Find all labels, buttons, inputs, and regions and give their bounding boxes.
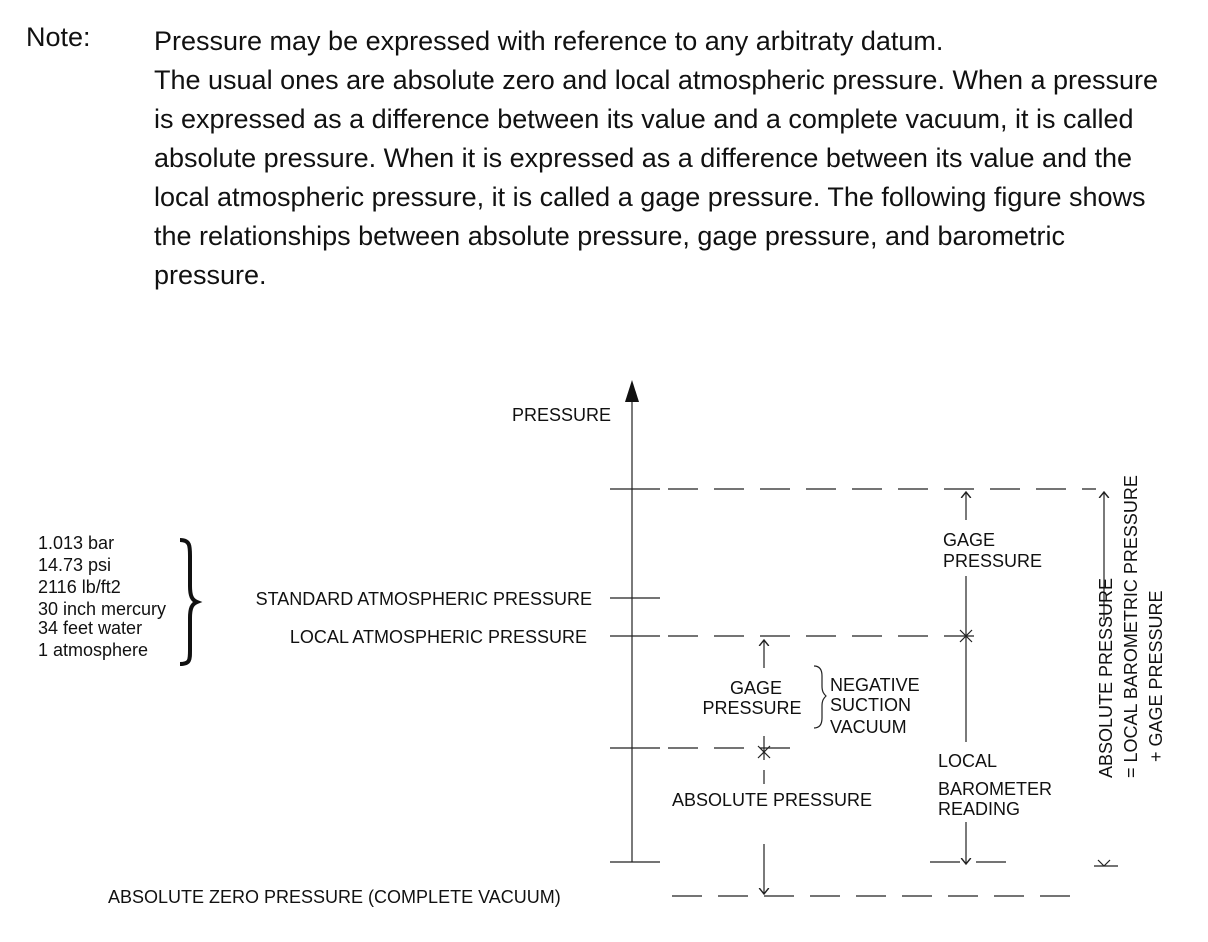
absolute-zero-label: ABSOLUTE ZERO PRESSURE (COMPLETE VACUUM) [108, 887, 561, 907]
note-line-1: Pressure may be expressed with reference… [154, 26, 944, 56]
note-paragraph: The usual ones are absolute zero and loc… [154, 65, 1159, 290]
gage-high-label-1: GAGE [943, 530, 995, 550]
negative-label: NEGATIVE [830, 675, 920, 695]
equivalent-water: 34 feet water [38, 618, 142, 638]
suction-label: SUCTION [830, 695, 911, 715]
local-atm-cross-b [959, 629, 973, 643]
pressure-axis-label: PRESSURE [512, 405, 611, 425]
gage-vacuum-cross-b [757, 745, 771, 759]
vertical-label-gage: + GAGE PRESSURE [1146, 590, 1166, 762]
local-barometer-label-3: READING [938, 799, 1020, 819]
absolute-total-bottom-a [1097, 859, 1105, 867]
local-barometer-label-1: LOCAL [938, 751, 997, 771]
vertical-label-absolute: ABSOLUTE PRESSURE [1096, 578, 1116, 778]
note-label: Note: [26, 22, 91, 52]
absolute-pressure-label: ABSOLUTE PRESSURE [672, 790, 872, 810]
local-barometer-label-2: BAROMETER [938, 779, 1052, 799]
gage-high-label-2: PRESSURE [943, 551, 1042, 571]
equivalent-atmosphere: 1 atmosphere [38, 640, 148, 660]
gage-vacuum-label-2: PRESSURE [702, 698, 801, 718]
gage-vacuum-label-1: GAGE [730, 678, 782, 698]
pressure-axis-arrowhead [625, 380, 639, 402]
equivalent-bar: 1.013 bar [38, 533, 114, 553]
note-section: Note: Pressure may be expressed with ref… [0, 0, 1208, 300]
absolute-total-bottom-b [1103, 859, 1111, 867]
equivalent-psi: 14.73 psi [38, 555, 111, 575]
standard-atm-label: STANDARD ATMOSPHERIC PRESSURE [256, 589, 592, 609]
standard-equivalents: 1.013 bar 14.73 psi 2116 lb/ft2 30 inch … [38, 533, 166, 660]
note-body: Pressure may be expressed with reference… [154, 22, 1184, 295]
vacuum-label: VACUUM [830, 717, 907, 737]
vertical-label-barometric: = LOCAL BAROMETRIC PRESSURE [1121, 475, 1141, 778]
negative-brace [813, 665, 827, 729]
local-atm-label: LOCAL ATMOSPHERIC PRESSURE [290, 627, 587, 647]
equivalent-lbft2: 2116 lb/ft2 [38, 577, 121, 597]
equivalent-mercury: 30 inch mercury [38, 599, 166, 619]
equivalents-brace [179, 538, 203, 666]
